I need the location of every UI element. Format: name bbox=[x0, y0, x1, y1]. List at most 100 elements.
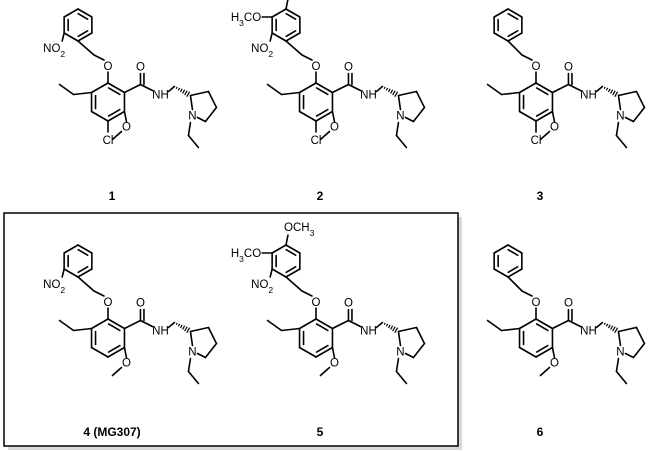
carbonyl-oxygen-label: O bbox=[564, 62, 573, 74]
methoxy-bond bbox=[319, 130, 331, 141]
nitrophenyl-bond bbox=[271, 268, 287, 278]
ethyl-bond bbox=[72, 327, 93, 332]
pyrrolidine-bond bbox=[635, 90, 646, 109]
stereo-hash bbox=[605, 323, 609, 327]
nh-label: NH bbox=[152, 326, 169, 338]
phenyl-bond bbox=[493, 244, 509, 254]
benzyl-bond bbox=[77, 276, 95, 292]
pyrrolidine-bond bbox=[415, 326, 426, 345]
amide-bond bbox=[551, 83, 570, 94]
benzyl-bond bbox=[301, 54, 313, 61]
oxygen-label: O bbox=[532, 61, 541, 73]
ring-bond bbox=[315, 82, 334, 94]
oxygen-label: O bbox=[104, 297, 113, 309]
ring-bond bbox=[315, 346, 334, 358]
pyrrolidine-bond bbox=[617, 94, 622, 111]
nitrophenyl-bond bbox=[285, 244, 301, 254]
compound-label: 4 (MG307) bbox=[83, 425, 140, 439]
nitrophenyl-bond bbox=[285, 248, 297, 256]
nitro-label: NO2 bbox=[43, 279, 65, 295]
h3co-label: H3CO bbox=[231, 248, 261, 264]
stereo-hash bbox=[186, 91, 191, 98]
stereo-hash bbox=[390, 89, 394, 94]
nitrogen-label: N bbox=[188, 347, 196, 359]
nitrophenyl-bond bbox=[285, 32, 301, 42]
stereo-hash bbox=[175, 86, 178, 89]
oxygen-label: O bbox=[104, 61, 113, 73]
amide-bond bbox=[347, 319, 362, 328]
stereo-hash bbox=[184, 326, 188, 332]
ethyl-bond bbox=[266, 319, 283, 332]
pyrrolidine-bond bbox=[196, 116, 207, 123]
nitrogen-label: N bbox=[616, 347, 624, 359]
ring-bond bbox=[315, 323, 329, 332]
stereo-hash bbox=[605, 87, 609, 91]
nitrophenyl-bond bbox=[63, 8, 79, 18]
ethyl-bond bbox=[280, 327, 301, 332]
methylene-bond bbox=[167, 85, 176, 93]
stereo-hash bbox=[179, 324, 183, 329]
nitrophenyl-bond bbox=[271, 244, 287, 254]
nitrophenyl-bond bbox=[77, 266, 89, 274]
ring-bond bbox=[535, 318, 554, 330]
nh-label: NH bbox=[580, 326, 597, 338]
stereo-hash bbox=[392, 90, 396, 96]
n-ethyl-bond bbox=[615, 134, 628, 149]
compound-label: 2 bbox=[317, 189, 324, 203]
pyrrolidine-bond bbox=[632, 342, 646, 359]
methoxy-bond bbox=[111, 130, 123, 141]
stereo-hash bbox=[184, 90, 188, 96]
amide-bond bbox=[139, 83, 154, 92]
carbonyl-oxygen-label: O bbox=[564, 298, 573, 310]
stereo-hash bbox=[614, 91, 619, 98]
nh-label: NH bbox=[360, 326, 377, 338]
ring-bond bbox=[535, 82, 554, 94]
benzyl-bond bbox=[521, 290, 533, 297]
stereo-hash bbox=[390, 325, 394, 330]
ring-bond bbox=[107, 323, 121, 332]
stereo-hash bbox=[394, 327, 399, 334]
compound-label: 1 bbox=[109, 189, 116, 203]
ethyl-bond bbox=[72, 91, 93, 96]
pyrrolidine-bond bbox=[412, 106, 426, 123]
methoxy-bond bbox=[123, 346, 128, 359]
n-ethyl-bond bbox=[187, 370, 200, 385]
nitrophenyl-bond bbox=[77, 244, 93, 254]
amide-bond bbox=[123, 319, 142, 330]
nitrophenyl-bond bbox=[271, 8, 287, 18]
benzyl-bond bbox=[521, 54, 533, 61]
pyrrolidine-bond bbox=[207, 90, 218, 109]
methylene-bond bbox=[375, 85, 384, 93]
stereo-hash bbox=[175, 322, 178, 325]
stereo-hash bbox=[385, 87, 389, 91]
ring-bond bbox=[107, 318, 126, 330]
ring-bond bbox=[315, 87, 329, 96]
stereo-hash bbox=[612, 90, 616, 96]
ring-bond bbox=[90, 318, 109, 330]
pyrrolidine-bond bbox=[412, 342, 426, 359]
phenyl-bond bbox=[507, 12, 519, 20]
stereo-hash bbox=[182, 89, 186, 94]
ring-bond bbox=[518, 82, 537, 94]
pyrrolidine-bond bbox=[189, 94, 194, 111]
ring-bond bbox=[518, 110, 537, 122]
pyrrolidine-bond bbox=[617, 330, 622, 347]
nitrophenyl-bond bbox=[63, 244, 79, 254]
nitrophenyl-bond bbox=[77, 30, 89, 38]
nitrophenyl-bond bbox=[271, 32, 287, 42]
nitrogen-label: N bbox=[616, 111, 624, 123]
ring-bond bbox=[107, 346, 126, 358]
methoxy-bond bbox=[111, 366, 123, 377]
phenyl-bond bbox=[507, 244, 523, 254]
compound-label: 6 bbox=[537, 425, 544, 439]
amide-bond bbox=[139, 319, 154, 328]
phenyl-bond bbox=[507, 32, 523, 42]
ring-bond bbox=[298, 82, 317, 94]
nitrophenyl-bond bbox=[77, 248, 89, 256]
pyrrolidine-bond bbox=[204, 342, 218, 359]
amide-bond bbox=[347, 83, 362, 92]
ring-bond bbox=[315, 344, 329, 353]
